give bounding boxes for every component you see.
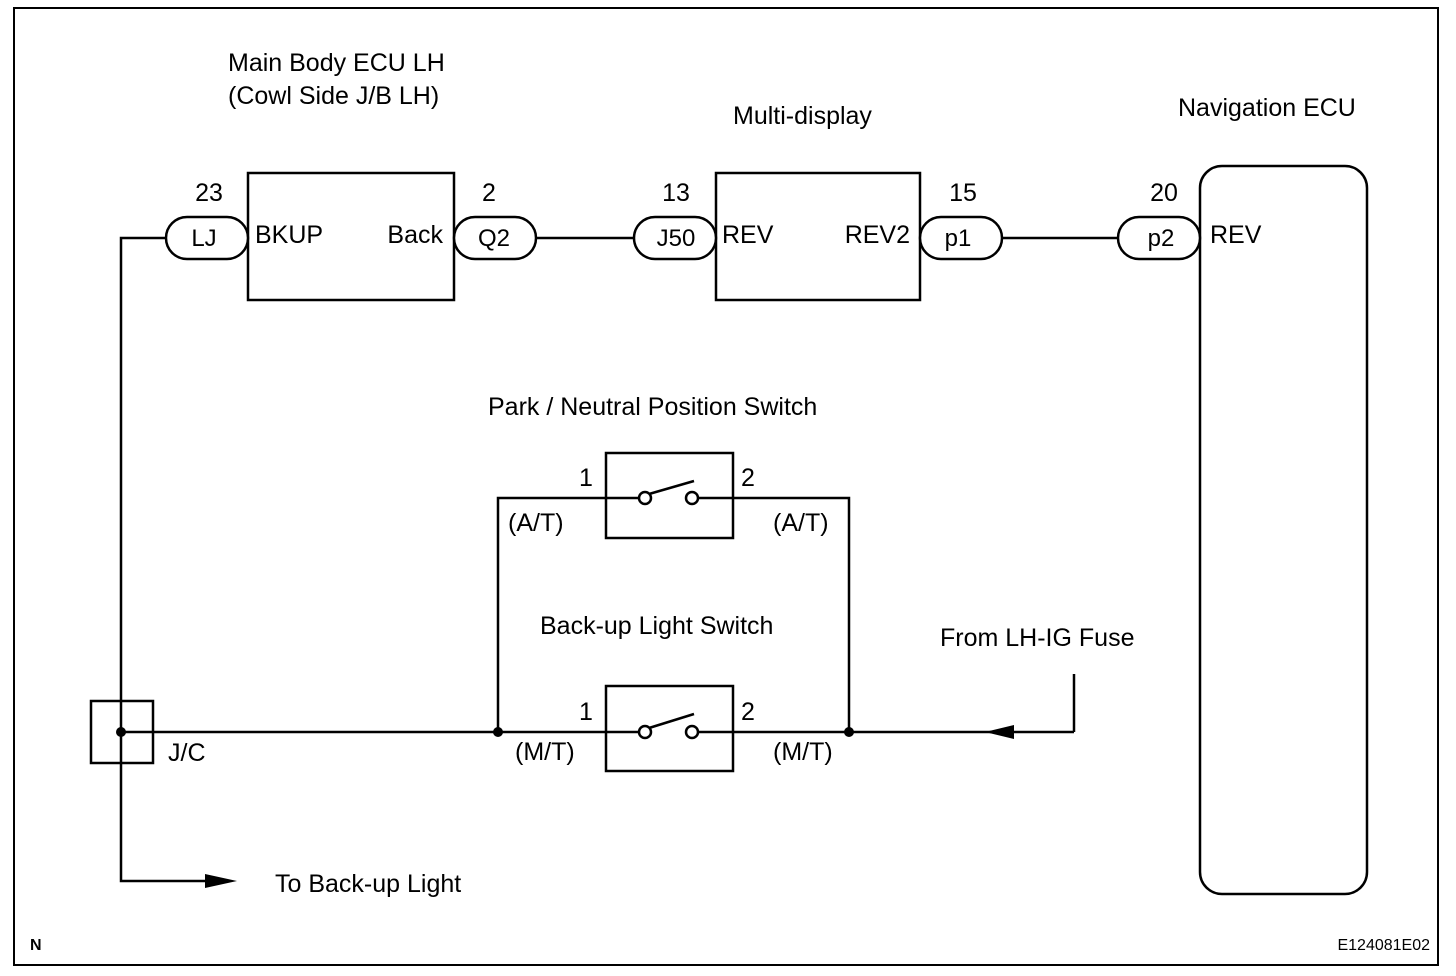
switch-lever-icon: [648, 479, 695, 496]
switch-contact-icon: [637, 490, 653, 506]
switch-contact-icon: [637, 724, 653, 740]
navigation-ecu-title: Navigation ECU: [1178, 94, 1356, 122]
footer-left-label: N: [30, 937, 42, 954]
to-backup-light-label: To Back-up Light: [275, 870, 461, 898]
main-body-ecu-terminal-bkup: BKUP: [255, 221, 323, 249]
backup-light-switch-title: Back-up Light Switch: [540, 612, 773, 640]
multi-display-terminal-rev: REV: [722, 221, 774, 249]
navigation-ecu-terminal-rev: REV: [1210, 221, 1262, 249]
wire-at-right: [733, 496, 851, 732]
park-neutral-switch-pin1: 1: [579, 464, 593, 492]
park-neutral-switch-pin2: 2: [741, 464, 755, 492]
navigation-ecu-box: [1198, 164, 1369, 896]
main-body-ecu-box: [246, 171, 456, 302]
park-neutral-switch-tag-right: (A/T): [773, 509, 829, 537]
multi-display-box: [714, 171, 922, 302]
main-body-ecu-pin-right: 2: [482, 179, 496, 207]
connector-j50-label: J50: [657, 225, 696, 252]
multi-display-pin-left: 13: [662, 179, 690, 207]
footer-code: E124081E02: [1337, 937, 1430, 954]
switch-contact-icon: [684, 490, 700, 506]
backup-light-switch-pin1: 1: [579, 698, 593, 726]
park-neutral-switch-box: [604, 451, 735, 540]
splice-right-dot: [844, 727, 854, 737]
arrow-to-backup-light-icon: [205, 874, 237, 888]
backup-light-switch-tag-right: (M/T): [773, 738, 833, 766]
multi-display-pin-right: 15: [949, 179, 977, 207]
park-neutral-switch-tag-left: (A/T): [508, 509, 564, 537]
splice-left-dot: [493, 727, 503, 737]
switch-contact-icon: [684, 724, 700, 740]
connector-p1-label: p1: [945, 225, 972, 252]
wire-lj-backup-light: [119, 236, 210, 883]
diagram-frame: [13, 7, 1439, 966]
navigation-ecu-pin: 20: [1150, 179, 1178, 207]
junction-label: J/C: [168, 739, 206, 767]
connector-lj-label: LJ: [191, 225, 216, 252]
backup-light-switch-pin2: 2: [741, 698, 755, 726]
connector-p2-label: p2: [1148, 225, 1175, 252]
connector-q2-label: Q2: [478, 225, 510, 252]
backup-light-switch-box: [604, 684, 735, 773]
multi-display-terminal-rev2: REV2: [845, 221, 910, 249]
backup-light-switch-tag-left: (M/T): [515, 738, 575, 766]
multi-display-title: Multi-display: [733, 102, 872, 130]
main-body-ecu-terminal-back: Back: [387, 221, 443, 249]
arrow-from-fuse-icon: [985, 725, 1014, 739]
switch-lever-icon: [648, 712, 695, 730]
wire-at-left: [496, 496, 606, 732]
park-neutral-switch-title: Park / Neutral Position Switch: [488, 393, 817, 421]
main-body-ecu-title-1: Main Body ECU LH: [228, 49, 445, 77]
main-body-ecu-pin-left: 23: [195, 179, 223, 207]
main-body-ecu-title-2: (Cowl Side J/B LH): [228, 82, 439, 110]
from-fuse-label: From LH-IG Fuse: [940, 624, 1134, 652]
